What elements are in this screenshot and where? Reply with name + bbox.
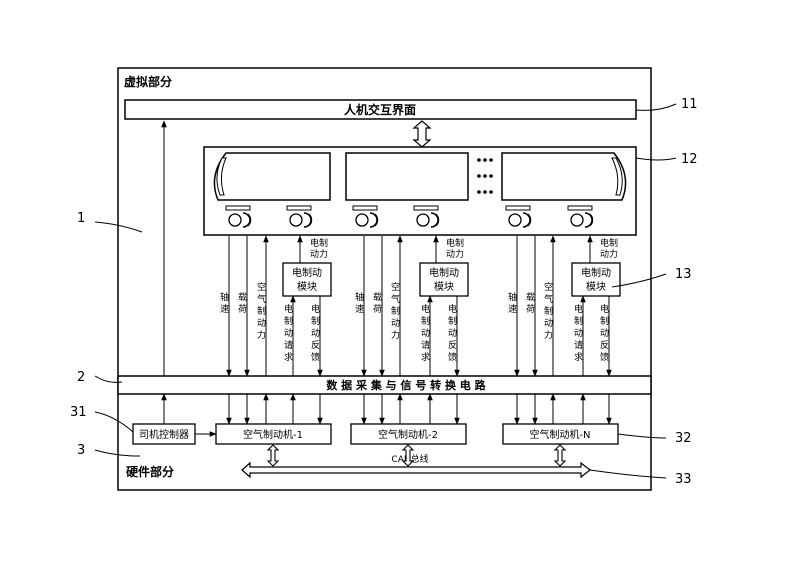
vlabel-gn-ebrake-request: 电制动请求	[574, 303, 583, 363]
ref-1: 1	[77, 211, 85, 226]
ebrake-module-2	[419, 262, 469, 297]
vlabel-g2-air-brake-force: 空气制动力	[391, 281, 400, 341]
ref-3: 3	[77, 443, 85, 458]
train-car-1	[213, 152, 331, 201]
ebrake-module-n-line2: 模块	[586, 281, 606, 293]
ref-32: 32	[675, 431, 692, 446]
converter-label: 数 据 采 集 与 信 号 转 换 电 路	[326, 378, 486, 392]
brake-can-double-arrows	[266, 444, 567, 467]
bogie-group-1	[225, 205, 313, 228]
ref-13: 13	[675, 267, 692, 282]
air-brake-unit-2-label: 空气制动机-2	[378, 428, 438, 441]
vlabel-g1-axle-speed: 轴速	[220, 291, 229, 315]
vlabel-g2-load: 载荷	[373, 291, 382, 315]
train-car-n-window	[611, 157, 623, 196]
signal-lines-group-1	[226, 235, 323, 377]
ebrake-power-2-l2: 动力	[446, 248, 464, 260]
can-bus	[241, 461, 591, 479]
train-car-2	[345, 152, 469, 201]
ebrake-module-1-line1: 电制动	[292, 266, 322, 279]
vlabel-gn-ebrake-feedback: 电制动反馈	[600, 303, 609, 363]
vlabel-g1-ebrake-request: 电制动请求	[284, 303, 293, 363]
virtual-section-label: 虚拟部分	[124, 74, 172, 89]
train-ellipsis	[477, 158, 493, 194]
ref-12: 12	[681, 152, 698, 167]
bogie-group-n	[505, 205, 594, 228]
vlabel-gn-air-brake-force: 空气制动力	[544, 281, 553, 341]
air-brake-unit-2	[350, 423, 467, 445]
vlabel-gn-axle-speed: 轴速	[508, 291, 517, 315]
driver-controller-label: 司机控制器	[139, 428, 189, 441]
hardware-section-label: 硬件部分	[126, 464, 174, 479]
vertical-signal-labels: 轴速载荷空气制动力电制动请求电制动反馈轴速载荷空气制动力电制动请求电制动反馈轴速…	[220, 281, 609, 363]
air-brake-unit-1-label: 空气制动机-1	[243, 428, 303, 441]
vlabel-g1-ebrake-feedback: 电制动反馈	[311, 303, 320, 363]
hmi-train-double-arrow	[412, 120, 432, 148]
converter-brake-lines-n	[514, 393, 612, 425]
hmi-box	[124, 99, 637, 120]
ebrake-module-1-line2: 模块	[297, 281, 317, 293]
ref-2: 2	[77, 370, 85, 385]
ebrake-power-n-l1: 电制	[600, 237, 618, 249]
ebrake-module-2-line2: 模块	[434, 281, 454, 293]
vlabel-g1-load: 载荷	[238, 291, 247, 315]
ebrake-module-n-line1: 电制动	[581, 266, 611, 279]
ebrake-power-2-l1: 电制	[446, 237, 464, 249]
bogie-group-2	[352, 205, 440, 228]
vlabel-g2-ebrake-request: 电制动请求	[421, 303, 430, 363]
reference-leaders	[94, 103, 677, 479]
ebrake-module-n	[571, 262, 621, 297]
ref-31: 31	[70, 405, 87, 420]
vlabel-gn-load: 载荷	[526, 291, 535, 315]
ebrake-power-1-l1: 电制	[310, 237, 328, 249]
ebrake-module-2-line1: 电制动	[429, 266, 459, 279]
ref-11: 11	[681, 97, 698, 112]
ref-33: 33	[675, 472, 692, 487]
train-car-n	[501, 152, 627, 201]
air-brake-unit-1	[215, 423, 332, 445]
vlabel-g1-air-brake-force: 空气制动力	[257, 281, 266, 341]
converter-brake-lines-2	[361, 393, 460, 425]
ebrake-power-n-l2: 动力	[600, 248, 618, 260]
vlabel-g2-axle-speed: 轴速	[355, 291, 364, 315]
ebrake-module-1	[282, 262, 332, 297]
ebrake-power-1-l2: 动力	[310, 248, 328, 260]
train-car-1-window	[216, 157, 227, 196]
converter-brake-lines-1	[226, 393, 323, 425]
air-brake-unit-n-label: 空气制动机-N	[529, 428, 590, 441]
signal-lines-group-2	[361, 235, 460, 377]
vlabel-g2-ebrake-feedback: 电制动反馈	[448, 303, 457, 363]
hmi-label: 人机交互界面	[344, 102, 416, 117]
signal-lines-group-n	[514, 235, 612, 377]
